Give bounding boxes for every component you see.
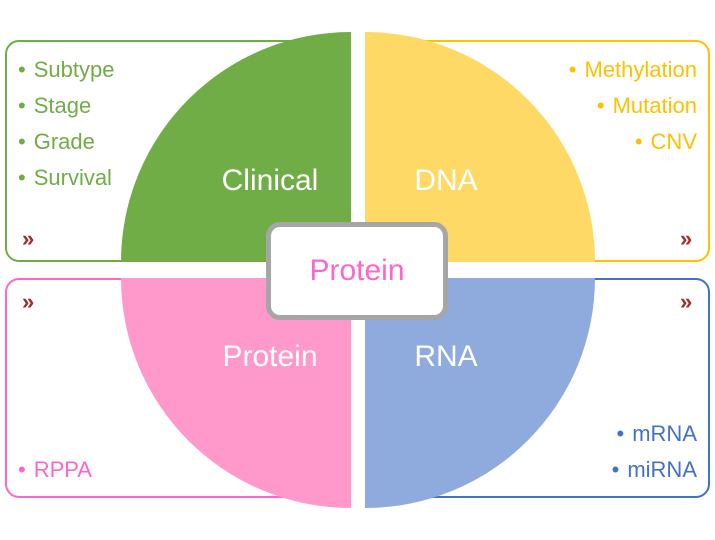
rna-label: RNA <box>414 340 477 373</box>
bullet-icon: • <box>634 129 643 154</box>
list-item: • Stage <box>18 88 114 124</box>
list-item-label: Subtype <box>33 57 115 82</box>
protein-label: Protein <box>222 340 317 373</box>
clinical-list: • Subtype • Stage • Grade • Survival <box>18 52 114 196</box>
list-item-label: CNV <box>650 129 697 154</box>
dna-quadrant[interactable] <box>365 32 595 262</box>
center-protein-box[interactable]: Protein <box>266 222 448 320</box>
dna-expand-icon[interactable]: » <box>680 226 693 251</box>
clinical-expand-icon[interactable]: » <box>22 226 35 251</box>
list-item: • CNV <box>569 124 697 160</box>
bullet-icon: • <box>596 93 605 118</box>
protein-list: • RPPA <box>18 452 92 488</box>
list-item: • RPPA <box>18 452 92 488</box>
center-label: Protein <box>309 254 405 287</box>
list-item: • miRNA <box>612 452 697 488</box>
bullet-icon: • <box>18 57 26 82</box>
protein-quadrant[interactable] <box>121 278 351 508</box>
protein-expand-icon[interactable]: » <box>22 289 35 314</box>
bullet-icon: • <box>616 421 625 446</box>
list-item: • Methylation <box>569 52 697 88</box>
list-item-label: RPPA <box>33 457 92 482</box>
dna-list: • Methylation • Mutation • CNV <box>569 52 697 160</box>
list-item: • Mutation <box>569 88 697 124</box>
list-item: • Subtype <box>18 52 114 88</box>
list-item-label: Survival <box>33 165 112 190</box>
rna-expand-icon[interactable]: » <box>680 289 693 314</box>
bullet-icon: • <box>568 57 577 82</box>
rna-quadrant[interactable] <box>365 278 595 508</box>
list-item-label: Stage <box>33 93 92 118</box>
list-item: • Grade <box>18 124 114 160</box>
list-item-label: mRNA <box>632 421 697 446</box>
bullet-icon: • <box>18 165 26 190</box>
list-item-label: Mutation <box>612 93 697 118</box>
list-item-label: miRNA <box>627 457 697 482</box>
clinical-label: Clinical <box>222 164 319 197</box>
rna-list: •mRNA•miRNA <box>612 416 697 488</box>
list-item: • mRNA <box>612 416 697 452</box>
list-item: • Survival <box>18 160 114 196</box>
bullet-icon: • <box>18 93 26 118</box>
dna-label: DNA <box>414 164 477 197</box>
clinical-quadrant[interactable] <box>121 32 351 262</box>
list-item-label: Grade <box>33 129 95 154</box>
bullet-icon: • <box>611 457 620 482</box>
bullet-icon: • <box>18 129 26 154</box>
bullet-icon: • <box>18 457 26 482</box>
list-item-label: Methylation <box>584 57 697 82</box>
